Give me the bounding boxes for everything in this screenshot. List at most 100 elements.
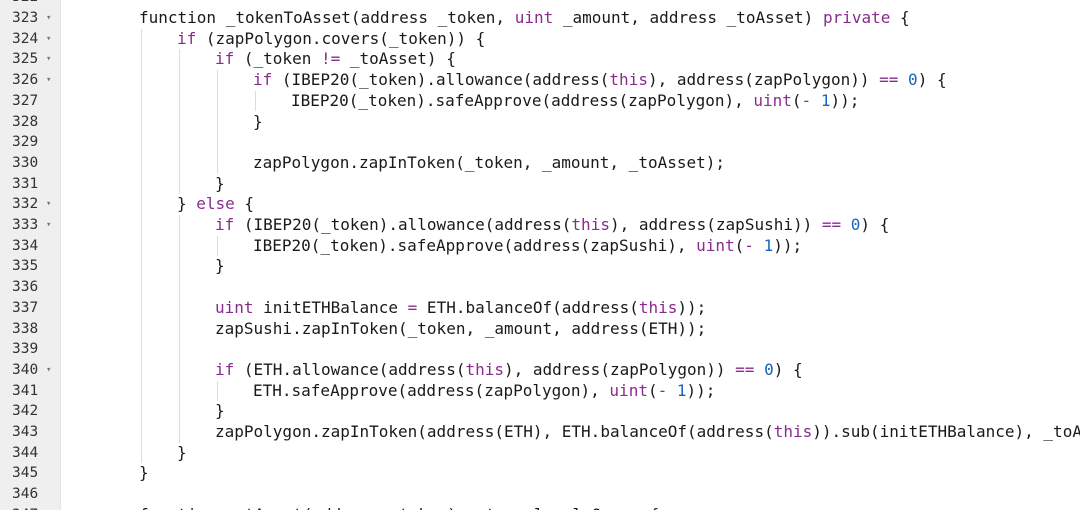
code-token: this [609, 70, 648, 90]
indent-guide [179, 49, 180, 195]
code-line[interactable]: zapPolygon.zapInToken(_token, _amount, _… [253, 153, 725, 174]
line-number-label: 346 [12, 486, 39, 503]
code-token: { [890, 8, 910, 27]
code-token: if [177, 28, 197, 48]
line-number: 334 [0, 236, 60, 257]
line-number-label: 340 [12, 361, 39, 378]
fold-arrow-icon[interactable]: ▾ [46, 54, 52, 65]
code-line[interactable]: } [215, 174, 225, 195]
code-line[interactable]: } [139, 463, 149, 484]
code-token: ) { [860, 215, 890, 234]
code-line[interactable]: IBEP20(_token).safeApprove(address(zapPo… [291, 91, 859, 112]
line-number: 341 [0, 381, 60, 402]
code-token: ) { [917, 70, 947, 90]
code-line[interactable]: uint initETHBalance = ETH.balanceOf(addr… [215, 298, 706, 319]
code-token: IBEP20(_token).safeApprove(address(zapSu… [253, 235, 697, 255]
code-line[interactable]: zapPolygon.zapInToken(address(ETH), ETH.… [215, 422, 1080, 443]
code-line[interactable]: IBEP20(_token).safeApprove(address(zapSu… [253, 236, 802, 257]
code-line[interactable]: } [253, 112, 263, 133]
line-number-label: 341 [12, 382, 39, 399]
code-token: _toAsset) { [340, 49, 456, 69]
code-line[interactable]: function setAsset(address _token) extern… [139, 505, 659, 510]
code-token: - [744, 235, 754, 255]
code-token: } [215, 256, 225, 276]
code-line[interactable]: if (ETH.allowance(address(this), address… [215, 360, 803, 381]
code-line[interactable]: } [177, 443, 187, 464]
code-line[interactable]: } [215, 256, 225, 277]
code-token: zapSushi.zapInToken(_token, _amount, add… [215, 318, 707, 338]
code-line[interactable]: zapSushi.zapInToken(_token, _amount, add… [215, 319, 706, 340]
line-number-label: 326 [12, 72, 39, 89]
code-token: function setAsset(address _token) extern… [139, 505, 659, 510]
indent-guide [141, 28, 142, 464]
code-line[interactable]: if (IBEP20(_token).allowance(address(thi… [215, 215, 889, 236]
line-number: 332 ▾ [0, 194, 60, 215]
code-line[interactable]: if (IBEP20(_token).allowance(address(thi… [253, 70, 947, 91]
fold-arrow-icon[interactable]: ▾ [46, 13, 52, 23]
line-number: 331 [0, 174, 60, 195]
code-token: == [879, 70, 899, 90]
line-number-label: 322 [12, 0, 38, 8]
code-token: 1 [820, 90, 831, 110]
line-number-label: 323 [12, 10, 39, 26]
indent-guide [255, 90, 256, 112]
code-token: zapPolygon.zapInToken(address(ETH), ETH.… [215, 422, 774, 441]
line-number-label: 342 [12, 403, 39, 420]
code-token: if [253, 70, 273, 90]
fold-arrow-icon[interactable]: ▾ [46, 364, 52, 375]
code-token: (zapPolygon.covers(_token)) { [196, 28, 486, 48]
code-token: } [177, 194, 197, 214]
line-number-label: 332 [12, 196, 39, 213]
code-token [754, 360, 764, 379]
code-token: { [234, 194, 255, 214]
code-line[interactable]: ETH.safeApprove(address(zapPolygon), uin… [253, 381, 715, 402]
code-token: } [253, 111, 263, 131]
code-token: ( [647, 380, 658, 400]
code-area[interactable]: function _tokenToAsset(address _token, u… [61, 0, 1080, 510]
code-token: function _tokenToAsset(address _token, [139, 8, 515, 27]
code-token: private [822, 8, 891, 27]
line-number: 340 ▾ [0, 360, 60, 381]
code-token: 1 [676, 380, 687, 400]
code-token: )); [830, 90, 860, 110]
code-token: 1 [763, 235, 774, 255]
code-token: ( [734, 235, 745, 255]
code-token: )); [773, 235, 803, 255]
code-token: )).sub(initETHBalance), _toAsset); [812, 422, 1080, 441]
code-token: if [215, 359, 235, 379]
line-number-label: 328 [12, 113, 39, 130]
code-line[interactable]: function _tokenToAsset(address _token, u… [139, 8, 910, 29]
code-token [667, 381, 677, 400]
code-token: = [407, 297, 418, 317]
line-number-label: 345 [12, 465, 39, 482]
code-token: ), address(zapSushi)) [609, 215, 822, 234]
indent-guide [217, 380, 218, 402]
fold-arrow-icon[interactable]: ▾ [46, 75, 52, 86]
code-token: (IBEP20(_token).allowance(address( [272, 70, 610, 90]
code-token: )); [677, 297, 707, 317]
fold-arrow-icon[interactable]: ▾ [46, 220, 52, 230]
line-number-label: 343 [12, 424, 39, 440]
fold-arrow-icon[interactable]: ▾ [46, 199, 52, 210]
line-number-label: 347 [12, 505, 38, 510]
line-number: 336 [0, 277, 60, 298]
code-token: uint [753, 90, 792, 110]
code-line[interactable]: if (_token != _toAsset) { [215, 49, 456, 70]
code-token: this [571, 215, 610, 234]
line-number-label: 327 [12, 92, 39, 109]
line-number: 337 [0, 298, 60, 319]
code-line[interactable]: if (zapPolygon.covers(_token)) { [177, 29, 485, 50]
code-token: )); [686, 380, 716, 400]
line-number: 345 [0, 463, 60, 484]
code-token: if [215, 49, 235, 69]
code-line[interactable]: } else { [177, 194, 254, 215]
fold-arrow-icon[interactable]: ▾ [46, 33, 52, 44]
code-token: != [320, 49, 341, 69]
code-token: uint [514, 8, 554, 27]
code-line[interactable]: } [215, 401, 225, 422]
line-number-label: 331 [12, 175, 39, 192]
code-token: this [465, 359, 504, 379]
line-number: 324▾ [0, 29, 60, 50]
code-token: } [215, 401, 225, 421]
